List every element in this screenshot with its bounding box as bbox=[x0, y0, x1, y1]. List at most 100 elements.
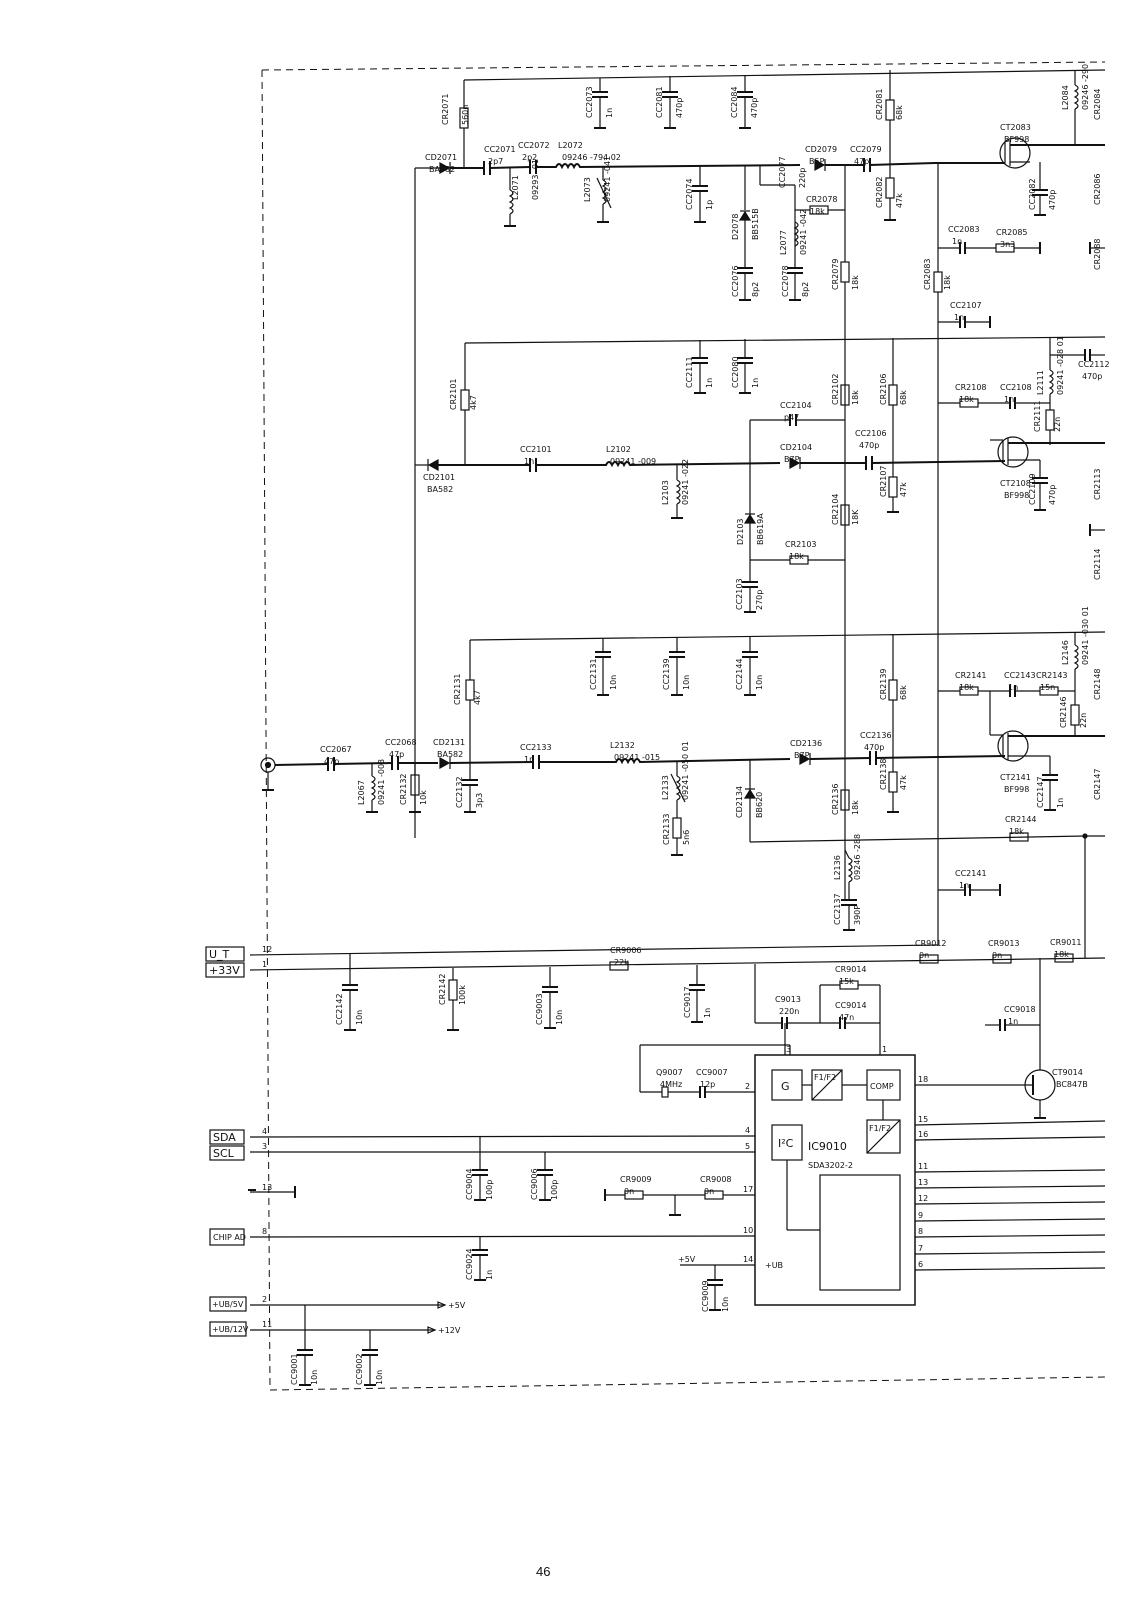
resistor-cr2102 bbox=[840, 384, 850, 406]
pin-13: 13 bbox=[262, 1183, 272, 1192]
component-ref: CR2103 bbox=[785, 540, 817, 549]
diode-cd2104 bbox=[789, 456, 801, 470]
component-ref: CR2107 bbox=[879, 465, 888, 497]
ic-pin-11: 11 bbox=[918, 1162, 928, 1171]
connector-33v[interactable] bbox=[205, 962, 245, 978]
varicap-cd2134 bbox=[743, 788, 757, 799]
resistor-cr2133 bbox=[672, 817, 682, 839]
component-value: 09246 -290 bbox=[1081, 64, 1090, 110]
resistor-cr9011 bbox=[1054, 953, 1074, 963]
component-ref: L2133 bbox=[661, 775, 670, 800]
component-ref: CC2071 bbox=[484, 145, 516, 154]
component-value: 18k bbox=[810, 207, 825, 216]
component-ref: CC2078 bbox=[781, 265, 790, 297]
component-value: 5n6 bbox=[682, 830, 691, 845]
connector-ub5v[interactable] bbox=[209, 1296, 247, 1312]
component-value: 2p2 bbox=[522, 153, 537, 162]
component-ref: CR2113 bbox=[1093, 468, 1102, 500]
component-cr2114: CR2114 bbox=[1093, 548, 1102, 580]
component-ref: CR2081 bbox=[875, 88, 884, 120]
component-value: 100p bbox=[550, 1180, 559, 1200]
component-ref: L2067 bbox=[357, 780, 366, 805]
pin-11: 11 bbox=[262, 1320, 272, 1329]
resistor-cr2136 bbox=[840, 789, 850, 811]
component-ref: CC9018 bbox=[1004, 1005, 1036, 1014]
component-value: 18k bbox=[851, 800, 860, 815]
component-ref: CR2101 bbox=[449, 378, 458, 410]
component-value: 0n bbox=[919, 951, 929, 960]
connector-sda[interactable] bbox=[209, 1129, 245, 1145]
component-value: BA582 bbox=[429, 165, 455, 174]
component-ref: CR2132 bbox=[399, 773, 408, 805]
connector-label-ub12v: +UB/12V bbox=[212, 1325, 249, 1334]
ic-pin-2: 2 bbox=[745, 1082, 750, 1091]
component-value: 09241 -028 01 bbox=[1056, 336, 1065, 395]
component-value: 10n bbox=[755, 675, 764, 690]
component-ref: CC2143 bbox=[1004, 671, 1036, 680]
component-ref: CR2084 bbox=[1093, 88, 1102, 120]
resistor-cr2144 bbox=[1009, 832, 1029, 842]
component-value: 470p bbox=[1082, 372, 1102, 381]
ic-div2-label: F1/F2 bbox=[869, 1124, 891, 1133]
ic-comp-label: COMP bbox=[870, 1082, 894, 1091]
component-value: 10n bbox=[682, 675, 691, 690]
component-ref: D2078 bbox=[731, 213, 740, 240]
inductor-l2084 bbox=[1073, 84, 1079, 110]
component-ref: CD2134 bbox=[735, 786, 744, 818]
component-ref: CC2076 bbox=[731, 265, 740, 297]
resistor-cr2107 bbox=[888, 476, 898, 498]
component-value: 470p bbox=[864, 743, 884, 752]
component-value: 09246 -288 bbox=[853, 834, 862, 880]
ic-i2c-label: I²C bbox=[778, 1137, 794, 1150]
component-ref: CR2143 bbox=[1036, 671, 1068, 680]
connector-chip-ad[interactable] bbox=[209, 1228, 245, 1246]
component-ref: CC2112 bbox=[1078, 360, 1110, 369]
component-ref: CC9001 bbox=[290, 1353, 299, 1385]
component-ref: CR2102 bbox=[831, 373, 840, 405]
connector-ut[interactable] bbox=[205, 946, 245, 962]
ic-pin-15: 15 bbox=[918, 1115, 928, 1124]
component-cc2112: CC2112 470p bbox=[1078, 360, 1110, 381]
component-ref: CR2144 bbox=[1005, 815, 1037, 824]
component-ref: CC2074 bbox=[685, 178, 694, 210]
stage-middle bbox=[427, 336, 1106, 613]
component-value: 18k bbox=[851, 275, 860, 290]
component-value: 09241 -041 bbox=[603, 156, 612, 202]
resistor-cr2104 bbox=[840, 504, 850, 526]
component-value: BA582 bbox=[437, 750, 463, 759]
component-value: BF998 bbox=[1004, 491, 1029, 500]
connector-ub12v[interactable] bbox=[209, 1321, 247, 1337]
component-ref: CR2108 bbox=[955, 383, 987, 392]
ic-output-register bbox=[819, 1174, 901, 1291]
component-value: 2p7 bbox=[488, 157, 503, 166]
component-value: 3p3 bbox=[475, 793, 484, 808]
component-ref: L2102 bbox=[606, 445, 631, 454]
ic-pin-18: 18 bbox=[918, 1075, 928, 1084]
resistor-cr2081 bbox=[885, 99, 895, 121]
connector-scl[interactable] bbox=[209, 1145, 245, 1161]
component-value: 8p2 bbox=[751, 282, 760, 297]
component-ref: CD2101 bbox=[423, 473, 455, 482]
diode-cd2136 bbox=[799, 752, 811, 766]
component-value: 1n bbox=[959, 881, 969, 890]
component-value: 390P bbox=[853, 905, 862, 925]
